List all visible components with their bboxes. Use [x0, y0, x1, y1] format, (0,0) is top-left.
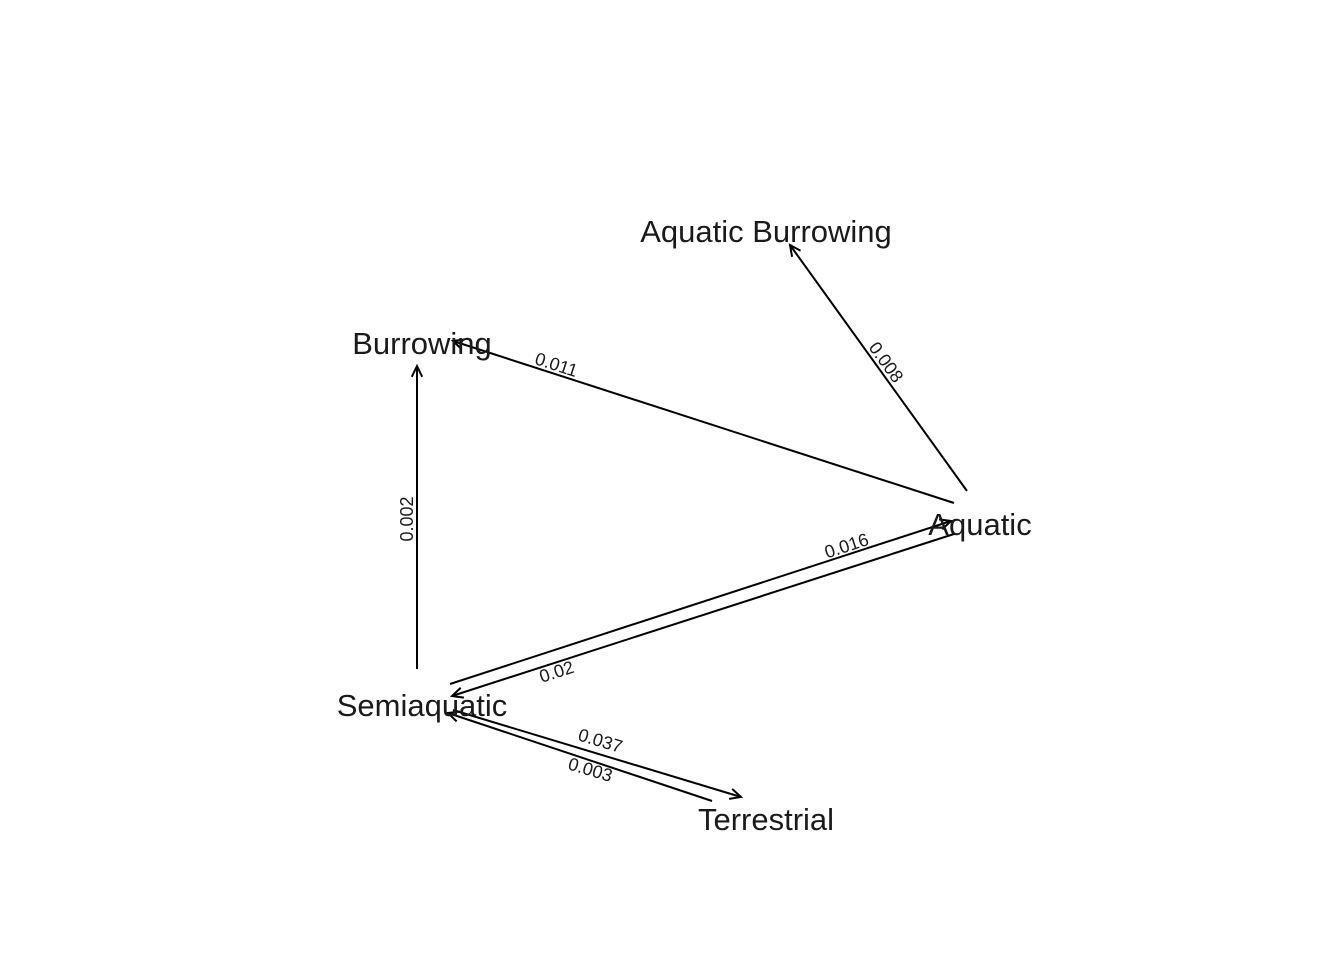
edge-line-aquatic-to-semiaquatic: [451, 533, 955, 697]
edge-aquatic-to-semiaquatic: 0.02: [449, 533, 955, 699]
edge-rate-label: 0.008: [865, 338, 908, 386]
edge-line-terrestrial-to-semiaquatic: [447, 712, 713, 802]
edge-terrestrial-to-semiaquatic: 0.003: [445, 710, 713, 802]
edge-rate-label: 0.003: [566, 754, 615, 786]
edge-rate-label: 0.016: [822, 529, 871, 562]
edge-aquatic-to-aquatic_burrowing-arrowhead: [788, 243, 802, 257]
edge-rate-label: 0.011: [533, 349, 581, 381]
edge-semiaquatic-to-burrowing: 0.002: [397, 363, 424, 669]
nodes-layer: Aquatic BurrowingBurrowingAquaticSemiaqu…: [337, 214, 1032, 837]
edge-line-aquatic-to-burrowing: [452, 340, 955, 504]
edge-line-aquatic-to-aquatic_burrowing: [789, 244, 968, 492]
node-label-burrowing: Burrowing: [352, 326, 492, 361]
node-label-terrestrial: Terrestrial: [698, 802, 834, 837]
edge-semiaquatic-to-aquatic: 0.016: [449, 518, 954, 685]
edge-aquatic-to-aquatic_burrowing: 0.008: [788, 243, 968, 492]
edge-rate-label: 0.002: [397, 496, 417, 541]
edge-semiaquatic-to-burrowing-arrowhead: [410, 363, 424, 378]
edge-semiaquatic-to-terrestrial-arrowhead: [728, 788, 744, 800]
edge-semiaquatic-to-terrestrial: 0.037: [452, 709, 744, 800]
edge-line-semiaquatic-to-aquatic: [449, 520, 952, 685]
node-label-semiaquatic: Semiaquatic: [337, 688, 508, 723]
edge-line-semiaquatic-to-terrestrial: [452, 709, 742, 798]
edge-terrestrial-to-semiaquatic-arrowhead: [445, 710, 461, 723]
node-label-aquatic-burrowing: Aquatic Burrowing: [640, 214, 892, 249]
edge-rate-label: 0.037: [576, 725, 625, 757]
edge-aquatic-to-semiaquatic-arrowhead: [449, 687, 465, 699]
edge-aquatic-to-burrowing-arrowhead: [450, 338, 466, 351]
edge-rate-label: 0.02: [537, 657, 577, 687]
edge-semiaquatic-to-aquatic-arrowhead: [938, 518, 954, 531]
node-label-aquatic: Aquatic: [928, 507, 1031, 542]
